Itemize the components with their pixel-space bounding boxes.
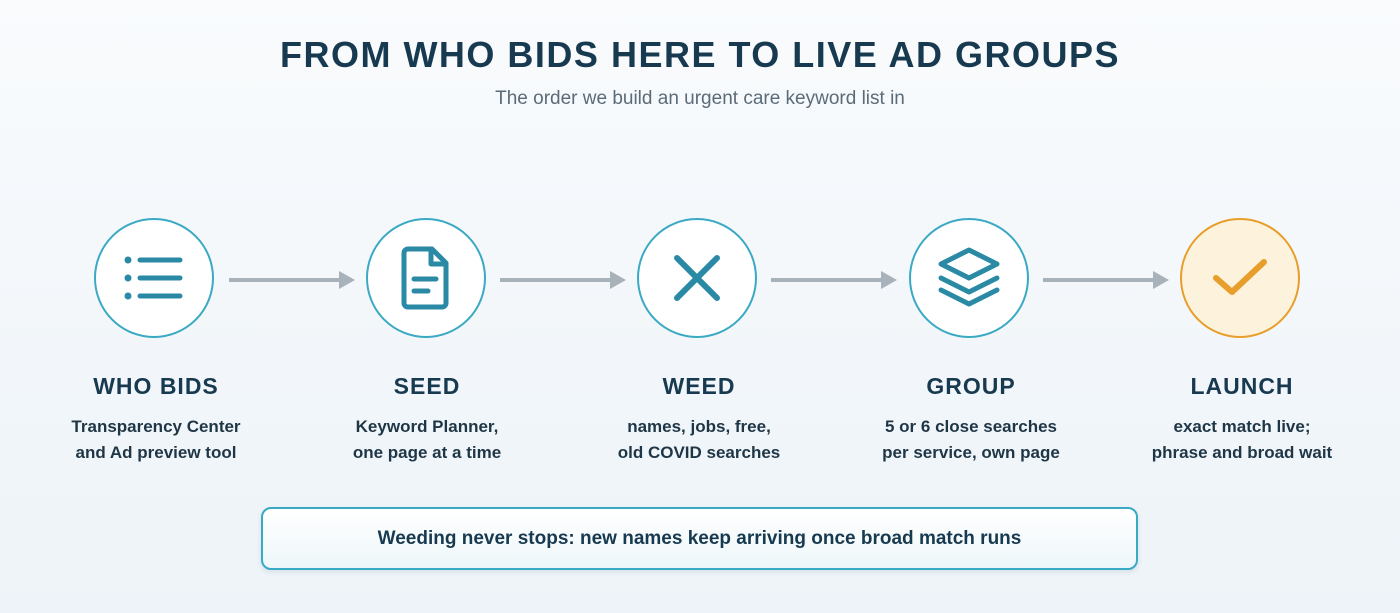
connector-arrow-2	[500, 271, 626, 289]
step-who-bids-desc-line-2: and Ad preview tool	[75, 443, 237, 462]
note-callout: Weeding never stops: new names keep arri…	[261, 507, 1138, 570]
step-who-bids-title: WHO BIDS	[93, 373, 219, 399]
step-launch-desc-line-1: exact match live;	[1173, 417, 1311, 436]
step-weed-circle	[637, 218, 757, 338]
layers-icon	[938, 247, 1000, 307]
step-who-bids-circle	[94, 218, 214, 338]
connector-arrow-1	[229, 271, 355, 289]
step-seed-desc-line-1: Keyword Planner,	[355, 417, 499, 436]
step-group-description: 5 or 6 close searches per service, own p…	[851, 414, 1091, 466]
step-weed-title: WEED	[662, 373, 736, 399]
check-icon	[1213, 259, 1267, 295]
step-who-bids-desc-line-1: Transparency Center	[71, 417, 241, 436]
x-icon	[674, 255, 720, 301]
step-weed-desc-line-2: old COVID searches	[617, 443, 781, 462]
step-seed-desc-line-2: one page at a time	[352, 443, 502, 462]
page-subtitle: The order we build an urgent care keywor…	[495, 88, 905, 109]
step-group-circle	[909, 218, 1029, 338]
step-seed-description: Keyword Planner, one page at a time	[307, 414, 547, 466]
step-group-desc-line-2: per service, own page	[882, 443, 1060, 462]
connector-arrow-3	[771, 271, 897, 289]
note-text: Weeding never stops: new names keep arri…	[377, 527, 1022, 549]
step-launch-circle	[1180, 218, 1300, 338]
document-icon	[401, 246, 449, 310]
step-launch-desc-line-2: phrase and broad wait	[1151, 443, 1333, 462]
page-title: FROM WHO BIDS HERE TO LIVE AD GROUPS	[279, 34, 1121, 75]
connector-arrow-4	[1043, 271, 1169, 289]
step-seed-circle	[366, 218, 486, 338]
step-launch-title: LAUNCH	[1190, 373, 1294, 399]
step-group-desc-line-1: 5 or 6 close searches	[884, 417, 1057, 436]
step-who-bids-description: Transparency Center and Ad preview tool	[36, 414, 276, 466]
step-group-title: GROUP	[926, 373, 1016, 399]
step-weed-description: names, jobs, free, old COVID searches	[579, 414, 819, 466]
list-icon	[124, 256, 183, 300]
step-weed-desc-line-1: names, jobs, free,	[627, 417, 771, 436]
step-seed-title: SEED	[393, 373, 461, 399]
step-launch-description: exact match live; phrase and broad wait	[1122, 414, 1362, 466]
